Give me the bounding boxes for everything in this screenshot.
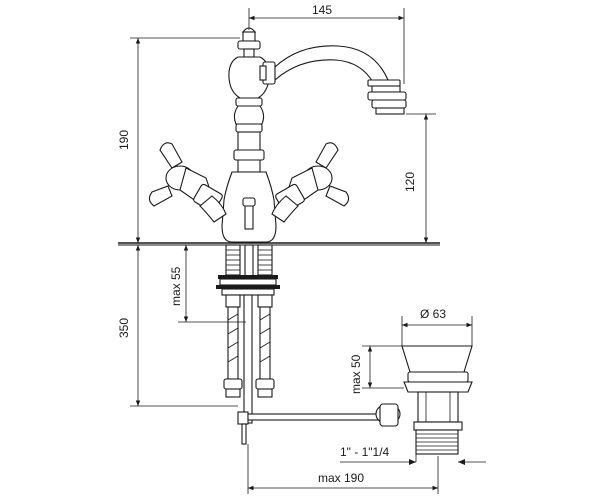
dimension-max-55-label: max 55: [169, 266, 183, 306]
dimension-max-50-label: max 50: [349, 354, 363, 394]
dimension-thread-label: 1" - 1"1/4: [340, 445, 390, 459]
dimension-350-label: 350: [117, 318, 131, 338]
spout: [274, 45, 407, 115]
countertop: [118, 242, 440, 246]
dimension-max-190-label: max 190: [318, 471, 364, 485]
dimension-120-label: 120: [403, 172, 417, 192]
dimension-350: [130, 245, 238, 407]
left-cross-handle: [148, 142, 227, 223]
dimension-145: [248, 8, 405, 84]
dimension-190-label: 190: [117, 130, 131, 150]
dimension-max-55: [178, 245, 246, 323]
under-counter-fittings: [216, 244, 381, 445]
pop-up-waste: [375, 345, 473, 455]
dimension-190: [130, 37, 240, 243]
dimension-thread: [340, 454, 486, 465]
dimension-120: [406, 113, 436, 243]
dimension-145-label: 145: [312, 3, 332, 17]
dimension-dia-63-label: Ø 63: [420, 307, 446, 321]
dimension-max-190: [247, 444, 439, 494]
faucet-body: [221, 27, 277, 243]
right-cross-handle: [271, 142, 350, 223]
dimension-max-50: [362, 345, 404, 389]
dimension-dia-63: [401, 316, 473, 346]
